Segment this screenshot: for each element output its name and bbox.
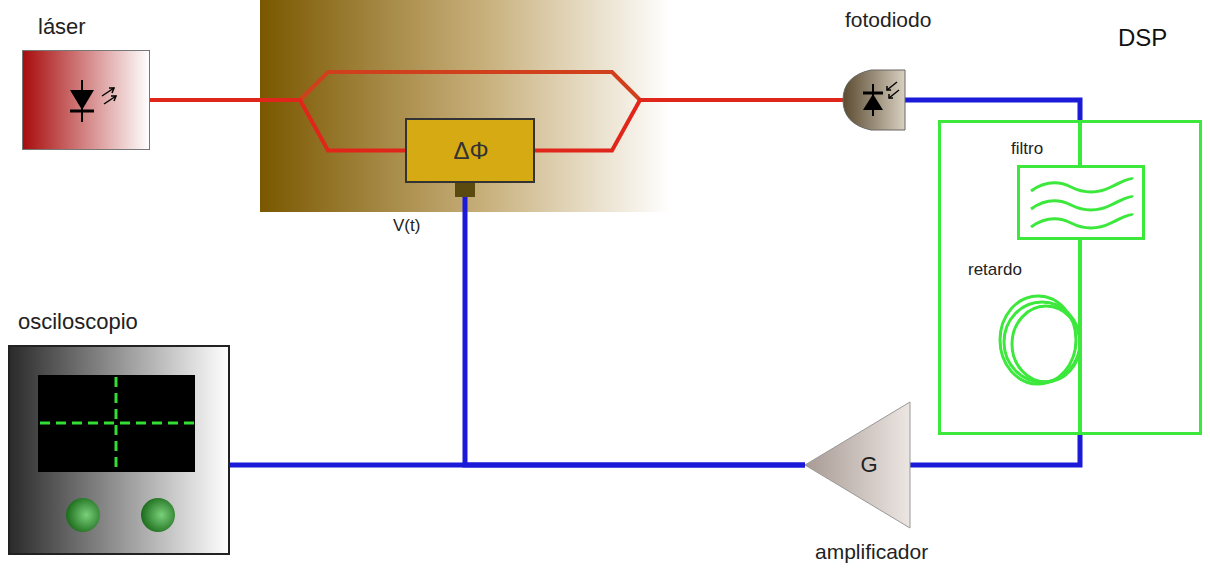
node-label: ΔΦ: [405, 118, 537, 183]
oscilloscope-shape-part: [38, 375, 195, 472]
modulator-band: [260, 0, 670, 212]
connector-line: [230, 463, 805, 468]
laser-box: láser: [22, 50, 150, 150]
filter-box-shape-part: [1031, 197, 1133, 210]
electrode-pad: [455, 183, 475, 197]
connector: [1080, 120, 1081, 165]
filter-box: filtro: [1017, 165, 1145, 240]
connector: [1080, 393, 1081, 435]
node-label: retardo: [968, 258, 1050, 282]
node-label: amplificador: [815, 538, 947, 566]
delay-coil-shape: [998, 288, 1088, 393]
connector-line: [1078, 240, 1082, 288]
node-label: filtro: [1011, 137, 1073, 161]
signal-name: V(t): [393, 214, 445, 238]
delay-coil-shape-part: [1078, 288, 1082, 393]
node-label: DSP: [1118, 22, 1190, 54]
connector-line: [905, 100, 1080, 120]
photodiode-shape-part: [887, 82, 897, 90]
connector: [230, 465, 805, 466]
connector-line: [150, 100, 405, 151]
photodiode-shape-part: [863, 94, 883, 110]
connector: [905, 100, 1080, 120]
amplifier-triangle: Gamplificador: [805, 402, 910, 528]
connector: [1080, 240, 1081, 288]
laser-box-shape-part: [109, 88, 114, 93]
laser-box-shape-part: [70, 110, 94, 113]
connector: [465, 183, 805, 465]
node-label: G: [843, 445, 895, 485]
oscilloscope-shape-part: [141, 498, 175, 532]
laser-box-shape-part: [102, 88, 114, 96]
oscilloscope-shape-part: [66, 498, 100, 532]
delay-coil-shape-part: [1004, 302, 1080, 382]
connector-line: [1078, 120, 1082, 165]
node-label: fotodiodo: [845, 6, 947, 34]
photodiode-shape: [843, 70, 905, 130]
filter-box-shape-part: [1031, 179, 1133, 192]
oscilloscope-shape-part: [9, 346, 229, 554]
filter-box-shape-part: [1031, 215, 1133, 228]
filter-box-shape-part: [1019, 167, 1144, 239]
filter-box-shape: [1017, 165, 1145, 240]
connector: [910, 435, 1080, 465]
amplifier-triangle-shape-part: [805, 402, 910, 528]
oscilloscope: osciloscopio: [8, 345, 230, 555]
photodiode-shape-part: [843, 70, 905, 130]
photodiode-shape-part: [887, 86, 891, 90]
photodiode-shape-part: [889, 94, 893, 98]
connector: [150, 100, 405, 151]
connector-line: [465, 183, 805, 465]
laser-box-shape-part: [111, 96, 116, 101]
laser-box-shape-part: [70, 90, 94, 110]
connector-line: [535, 100, 843, 151]
connector-line: [910, 435, 1080, 465]
dsp-block-shape-part: [940, 122, 1201, 434]
delay-coil-shape-part: [1012, 306, 1080, 382]
photodiode-shape-part: [863, 92, 883, 95]
laser-box-shape-part: [104, 96, 116, 104]
amplifier-triangle-shape: [805, 402, 910, 528]
connector: [535, 100, 843, 151]
node-label: osciloscopio: [18, 307, 170, 337]
phase-shifter-box: ΔΦ: [405, 118, 535, 183]
oscilloscope-shape-part: [40, 422, 194, 425]
photodiode: fotodiodo: [843, 70, 905, 130]
delay-coil: retardo: [998, 288, 1088, 393]
interferometer-arm: [300, 72, 640, 100]
dsp-block: DSPfiltroretardo: [938, 120, 1202, 435]
laser-box-shape-part: [23, 51, 150, 150]
photodiode-shape-part: [889, 90, 899, 98]
node-label: láser: [38, 12, 120, 42]
oscilloscope-shape-part: [115, 377, 118, 471]
oscilloscope-shape: [8, 345, 230, 555]
connector-line: [1078, 393, 1082, 435]
laser-box-shape: [22, 50, 150, 150]
